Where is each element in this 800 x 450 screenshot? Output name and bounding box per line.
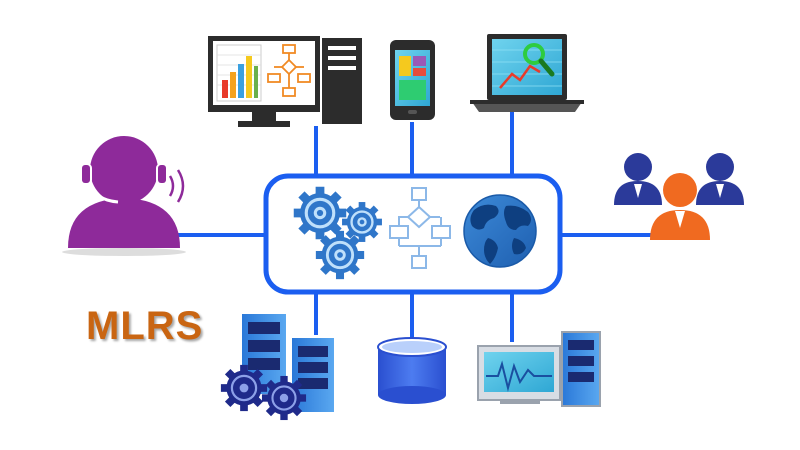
- phone-icon: [390, 40, 435, 120]
- laptop-chart-search-icon: [470, 34, 584, 112]
- connector-lines: [170, 112, 655, 342]
- globe-icon: [463, 194, 537, 268]
- server-monitor-icon: [477, 331, 601, 407]
- central-hub: [263, 173, 563, 295]
- agent-headset-icon: [62, 123, 186, 256]
- mlrs-label: MLRS: [86, 304, 204, 348]
- desktop-chart-icon: [208, 36, 362, 127]
- database-icon: [377, 337, 447, 404]
- servers-gears-icon: [219, 314, 334, 422]
- users-group-icon: [614, 153, 744, 240]
- flowchart-icon: [389, 187, 451, 269]
